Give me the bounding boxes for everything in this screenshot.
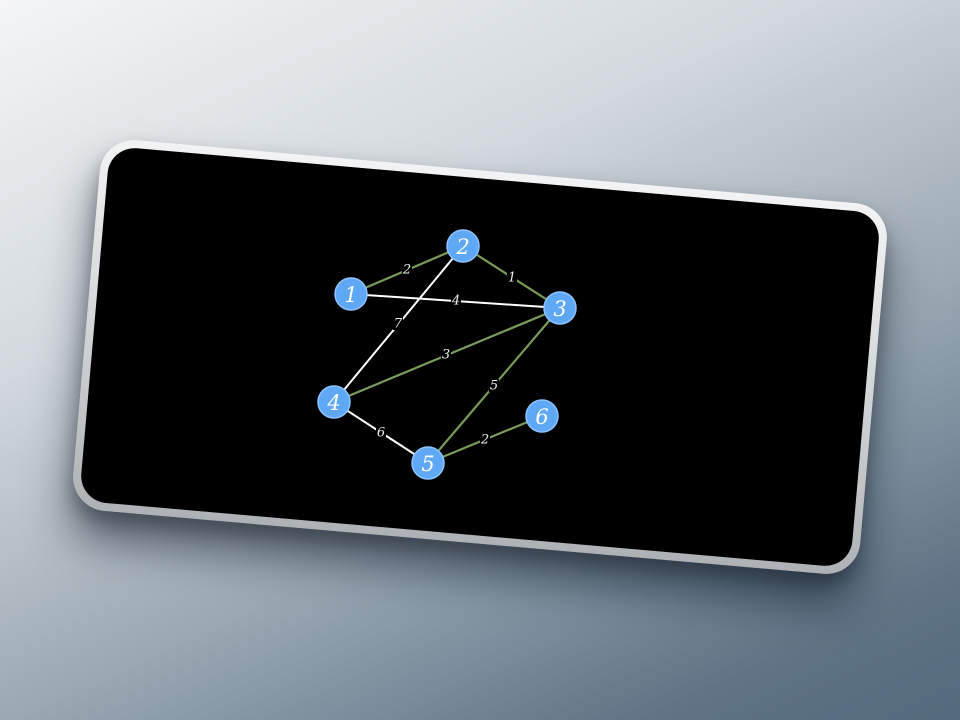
edge-weight-backdrop xyxy=(507,271,517,284)
edge-weight-3-5: 5 xyxy=(490,379,498,394)
edge-weight-2-3: 1 xyxy=(508,271,516,286)
node-label: 1 xyxy=(344,283,357,307)
node-label: 3 xyxy=(553,297,566,321)
edge-weight-2-4: 7 xyxy=(394,317,403,332)
edge-weight-1-3: 4 xyxy=(451,294,460,309)
edge-weight-5-6: 2 xyxy=(480,433,489,448)
edge-weight-backdrop xyxy=(441,348,451,361)
node-6: 6 xyxy=(525,399,559,433)
edge-weight-1-2: 2 xyxy=(402,263,411,278)
node-5: 5 xyxy=(411,446,445,480)
node-circle xyxy=(334,277,368,311)
edge-weights-layer: 2 1 4 7 3 5 6 2 xyxy=(376,263,517,448)
node-label: 4 xyxy=(326,391,340,415)
node-circle xyxy=(525,399,559,433)
node-4: 4 xyxy=(317,385,351,419)
node-circle xyxy=(411,446,445,480)
node-label: 2 xyxy=(455,235,469,259)
edge-weight-backdrop xyxy=(480,433,490,446)
edge-weight-3-4: 3 xyxy=(442,348,450,363)
node-circle xyxy=(543,291,577,325)
node-label: 6 xyxy=(535,405,548,429)
nodes-layer: 1 2 3 4 5 6 xyxy=(317,229,577,480)
edge-weight-backdrop xyxy=(451,294,461,307)
node-3: 3 xyxy=(543,291,577,325)
node-circle xyxy=(317,385,351,419)
node-1: 1 xyxy=(334,277,368,311)
edge-weight-backdrop xyxy=(489,379,499,392)
node-circle xyxy=(446,229,480,263)
node-2: 2 xyxy=(446,229,480,263)
edge-weight-backdrop xyxy=(376,426,386,439)
edge-weight-backdrop xyxy=(393,317,403,330)
edge-weight-4-5: 6 xyxy=(377,426,385,441)
node-label: 5 xyxy=(421,452,434,476)
edge-weight-backdrop xyxy=(402,263,412,276)
